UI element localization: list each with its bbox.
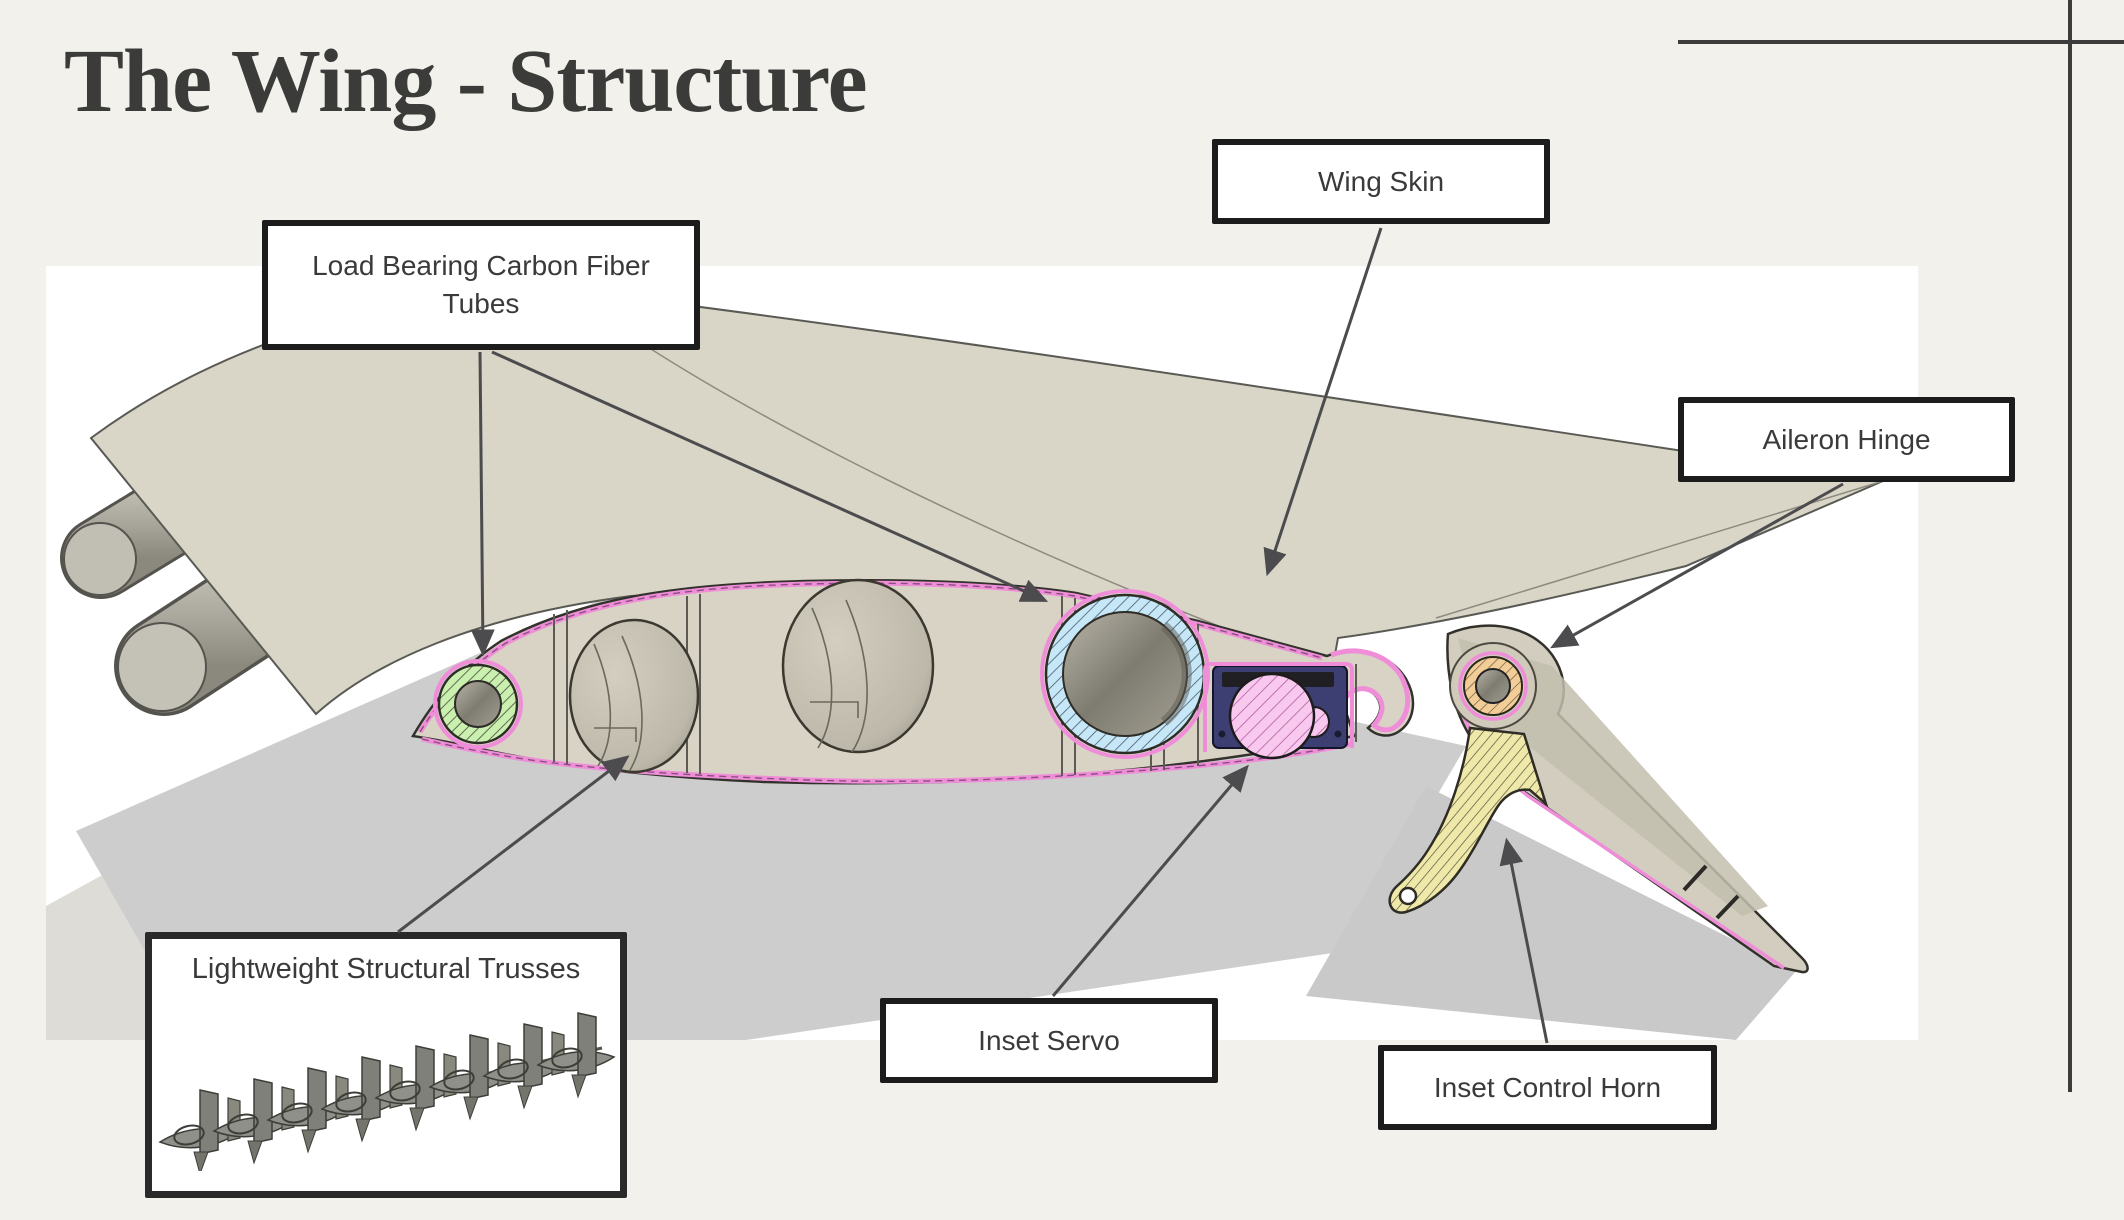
callout-label: Inset Control Horn — [1433, 1071, 1662, 1103]
aileron-hinge-bushing — [1449, 642, 1537, 730]
wing-cross-section-illustration — [46, 288, 1887, 1040]
top-right-rule — [1678, 40, 2124, 44]
carbon-tube-leading-edge — [433, 659, 523, 749]
cad-canvas — [46, 266, 1918, 1040]
callout-aileron-hinge: Aileron Hinge — [1678, 397, 2015, 482]
callout-label: Load Bearing Carbon Fiber Tubes — [312, 250, 650, 319]
callout-label: Lightweight Structural Trusses — [191, 953, 581, 985]
control-horn-hole — [1398, 886, 1418, 906]
callout-load-bearing-tubes: Load Bearing Carbon Fiber Tubes — [262, 220, 700, 350]
right-edge-rule — [2068, 0, 2072, 1092]
truss-render — [158, 1012, 616, 1176]
callout-label: Aileron Hinge — [1762, 423, 1931, 455]
carbon-tube-main-spar — [1040, 589, 1210, 759]
callout-inset-control-horn: Inset Control Horn — [1378, 1045, 1717, 1130]
inset-servo-body — [1228, 672, 1316, 760]
callout-structural-trusses: Lightweight Structural Trusses — [145, 932, 627, 1198]
lightening-hole — [781, 578, 935, 754]
callout-inset-servo: Inset Servo — [880, 998, 1218, 1083]
callout-label: Wing Skin — [1317, 165, 1445, 197]
lightening-hole — [568, 618, 700, 774]
inset-control-horn — [1388, 726, 1549, 914]
aileron — [1388, 624, 1809, 974]
callout-wing-skin: Wing Skin — [1212, 139, 1550, 224]
servo-bay — [1203, 662, 1354, 760]
callout-label: Inset Servo — [978, 1024, 1120, 1056]
page-title: The Wing - Structure — [64, 32, 868, 131]
